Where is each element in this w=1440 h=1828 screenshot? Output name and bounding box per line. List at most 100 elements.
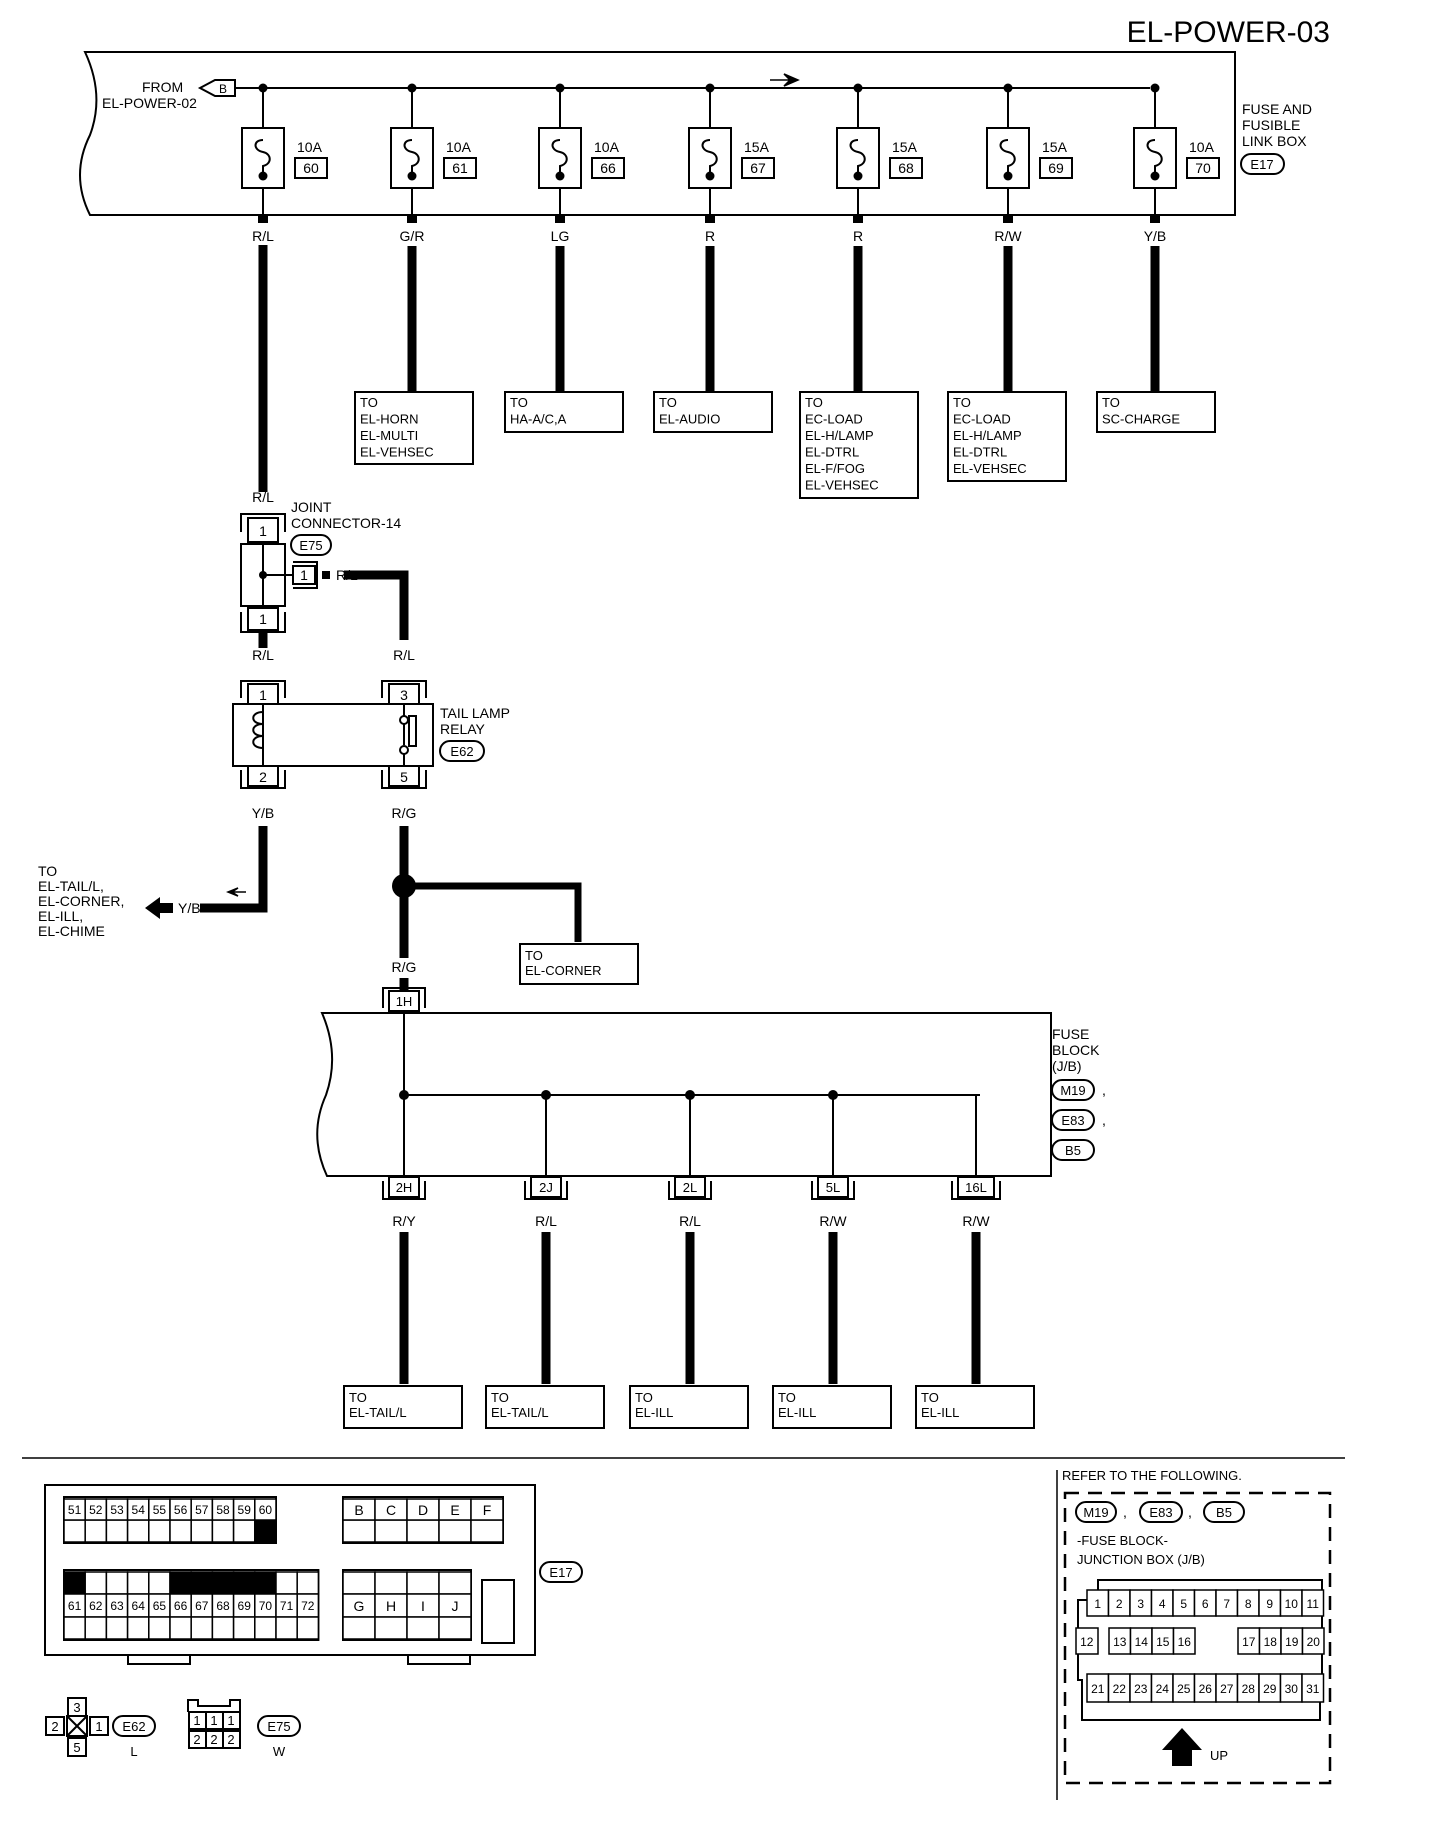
fuse-dest-line: TO [1102, 395, 1120, 410]
fuse-number: 61 [452, 160, 468, 176]
relay-out-dest-2: EL-CORNER, [38, 893, 124, 909]
fuse-block-out-dest: TO [635, 1390, 653, 1405]
e17-cell-G: G [342, 1571, 376, 1640]
e75-connector-badge: E75 [257, 1715, 301, 1737]
fuse-block-connector-badge-e83: E83 [1051, 1109, 1095, 1131]
e17-pin-number: 59 [238, 1503, 252, 1517]
e75-bottom-1: 2 [210, 1732, 217, 1747]
fuse-block-jb: R/G 1H FUSE BLOCK (J/B) M19 , E83 , B5 2… [316, 959, 1106, 1429]
jb-cell-5: 5 [1172, 1589, 1196, 1617]
e17-cell-B: B [342, 1498, 376, 1543]
fuse-icon [1146, 139, 1163, 176]
fuse-block-out-dest: TO [778, 1390, 796, 1405]
fuse-block-out-dest: EL-TAIL/L [491, 1405, 549, 1420]
fuse-box-connector-badge: E17 [1240, 153, 1285, 175]
e17-cell-62: 62 [84, 1571, 108, 1640]
fuse-block-out-dest: TO [921, 1390, 939, 1405]
fuse-icon [551, 139, 568, 176]
fuse-block-sep-1: , [1102, 1112, 1106, 1128]
e17-pin-number: 57 [195, 1503, 209, 1517]
e17-cell-68: 68 [211, 1571, 235, 1640]
fuse-block-out-wire: R/L [535, 1213, 557, 1229]
fuse-rating: 15A [744, 139, 770, 155]
jb-cell-6: 6 [1193, 1589, 1217, 1617]
jb-pin-number: 30 [1285, 1682, 1299, 1696]
output-arrow-icon [145, 897, 173, 919]
e17-cell-64: 64 [126, 1571, 150, 1640]
refer-connector-0: M19 [1083, 1505, 1108, 1520]
flow-left-arrow-icon [225, 887, 246, 897]
jb-cell-31: 31 [1301, 1673, 1325, 1703]
relay-pin-5: 5 [400, 769, 408, 785]
jb-pin-number: 14 [1135, 1635, 1149, 1649]
relay-connector-label: E62 [450, 744, 473, 759]
fuse-rating: 10A [446, 139, 472, 155]
e17-pin-number: 60 [259, 1503, 273, 1517]
fuse-block-connector-1: E83 [1061, 1113, 1084, 1128]
joint-wire-out-label: R/L [252, 647, 274, 663]
e17-cell-66: 66 [169, 1571, 192, 1640]
jb-pin-number: 25 [1177, 1682, 1191, 1696]
fuse-icon [701, 139, 718, 176]
fuse-wire-label: LG [551, 228, 570, 244]
e17-cell-J: J [438, 1571, 472, 1640]
e75-bottom-2: 2 [227, 1732, 234, 1747]
e62-connector-face: 3 2 1 5 E62 L [45, 1697, 156, 1759]
relay-coil-icon [252, 711, 264, 749]
fuse-block-out-pin: 2J [539, 1180, 553, 1195]
fuse-block-in-wire-label: R/G [392, 959, 417, 975]
fuse-dest-line: EL-HORN [360, 412, 419, 427]
fuse-dest-box: TO SC-CHARGE [1096, 391, 1216, 433]
jb-pin-number: 27 [1220, 1682, 1234, 1696]
jb-cell-18: 18 [1258, 1627, 1282, 1655]
fuse-dest-line: EL-VEHSEC [360, 445, 434, 460]
e17-pin-number: 56 [174, 1503, 188, 1517]
relay-wire-pin5-label: R/G [392, 805, 417, 821]
fuse-block-out-dest: EL-TAIL/L [349, 1405, 407, 1420]
refer-up-label: UP [1210, 1748, 1228, 1763]
fuse-dest-line: EC-LOAD [805, 412, 863, 427]
fuse-dest-line: SC-CHARGE [1102, 412, 1180, 427]
jb-pin-number: 7 [1223, 1597, 1230, 1611]
fuse-dest-line: TO [510, 395, 528, 410]
corner-dest-0: TO [525, 948, 543, 963]
jb-cell-20: 20 [1301, 1627, 1325, 1655]
e17-pin-number: 69 [238, 1599, 252, 1613]
refer-heading: REFER TO THE FOLLOWING. [1062, 1468, 1242, 1483]
e17-pin-letter: J [452, 1598, 459, 1614]
joint-wire-in-label: R/L [252, 489, 274, 505]
fuse-dest-line: EL-F/FOG [805, 461, 865, 476]
flow-arrow-icon [770, 73, 800, 87]
fuse-block-out-dest: TO [491, 1390, 509, 1405]
fuse-block-sep-0: , [1102, 1082, 1106, 1098]
fuse-block-name-2: BLOCK [1052, 1042, 1100, 1058]
e62-pin-right: 1 [95, 1719, 102, 1734]
refer-sep-1: , [1188, 1504, 1192, 1520]
relay-pin-2: 2 [259, 769, 267, 785]
e75-connector-label: E75 [267, 1719, 290, 1734]
tail-lamp-relay: R/L 1 3 2 5 TAIL LAMP RELAY E62 Y/B R/G [38, 647, 639, 985]
jb-cell-30: 30 [1279, 1673, 1303, 1703]
e75-connector-face: 1 1 1 2 2 2 E75 W [187, 1699, 301, 1759]
e17-pin-letter: F [483, 1502, 492, 1518]
jb-cell-28: 28 [1236, 1673, 1260, 1703]
jb-cell-14: 14 [1129, 1627, 1153, 1655]
e17-pin-letter: C [386, 1502, 396, 1518]
e17-pin-number: 68 [216, 1599, 230, 1613]
e17-pin-number: 63 [110, 1599, 124, 1613]
fuse-dest-line: EL-VEHSEC [953, 461, 1027, 476]
e17-pin-letter: D [418, 1502, 428, 1518]
joint-connector-label: E75 [299, 538, 322, 553]
jb-pin-number: 4 [1159, 1597, 1166, 1611]
fuse-dest-line: TO [360, 395, 378, 410]
e17-pin-letter: E [450, 1502, 459, 1518]
jb-cell-17: 17 [1237, 1627, 1261, 1655]
